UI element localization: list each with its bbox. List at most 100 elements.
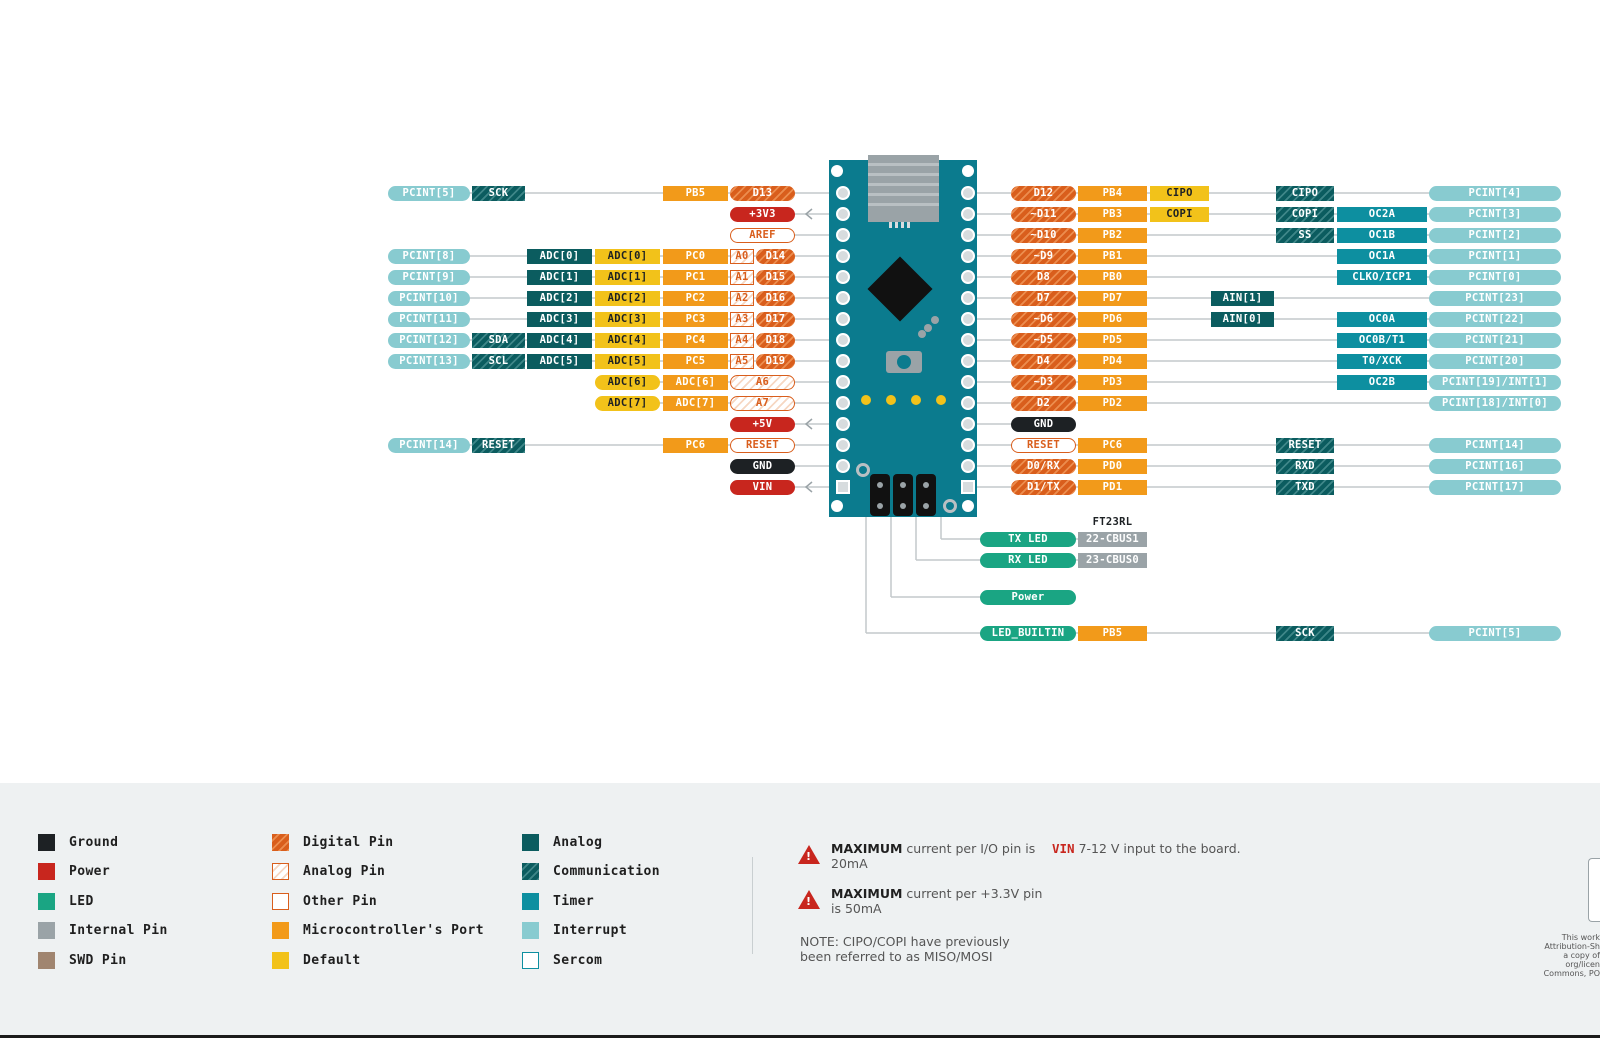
pin-label-dig: D17	[756, 311, 795, 327]
pin-label-ana: A6	[730, 374, 795, 390]
pin-label-internal: 22-CBUS1	[1078, 531, 1147, 547]
pin-label-port: PD0	[1078, 458, 1147, 474]
pin-label-port: PC2	[663, 290, 728, 306]
legend-item-internal: Internal Pin	[38, 921, 168, 941]
header-pin-hole	[961, 417, 975, 431]
legend-swatch	[522, 951, 539, 969]
pin-label-port: PB0	[1078, 269, 1147, 285]
legend-divider	[752, 857, 753, 954]
pin-label-port: PB2	[1078, 227, 1147, 243]
pin-label-port: PB4	[1078, 185, 1147, 201]
pin-label-timer: T0/XCK	[1337, 353, 1427, 369]
arrow-icon	[804, 418, 813, 430]
pin-label-analog: ADC[2]	[527, 290, 592, 306]
max-current-3v3-note: MAXIMUM current per +3.3V pin is 50mA	[831, 886, 1043, 916]
header-pin-hole	[836, 459, 850, 473]
pin-label-def: ADC[5]	[595, 353, 660, 369]
pin-label-led: RX LED	[980, 552, 1076, 568]
header-pin-hole	[836, 375, 850, 389]
pin-label-int: PCINT[13]	[388, 353, 470, 369]
legend-item-int: Interrupt	[522, 921, 627, 941]
header-pin-hole	[961, 249, 975, 263]
legend-label: Sercom	[553, 952, 603, 968]
max-current-io-note: MAXIMUM current per I/O pin is 20mA	[831, 841, 1036, 871]
legend-label: Internal Pin	[69, 923, 168, 938]
pin-label-comm: SCK	[472, 185, 525, 201]
legend-swatch	[522, 892, 539, 910]
pin-label-int: PCINT[1]	[1429, 248, 1561, 264]
legend-item-led: LED	[38, 891, 94, 911]
pin-label-port: ADC[6]	[663, 374, 728, 390]
header-pin-hole	[961, 312, 975, 326]
pin-label-timer: OC1B	[1337, 227, 1427, 243]
pin-label-gnd: GND	[730, 458, 795, 474]
arduino-nano-board	[829, 155, 977, 517]
pin-label-int: PCINT[16]	[1429, 458, 1561, 474]
pin-label-timer: OC0A	[1337, 311, 1427, 327]
header-pin-hole	[836, 249, 850, 263]
header-pin-hole	[836, 228, 850, 242]
pin-label-int: PCINT[0]	[1429, 269, 1561, 285]
header-pin-hole	[836, 438, 850, 452]
legend-label: Default	[303, 952, 361, 968]
cipo-copi-note: NOTE: CIPO/COPI have previously been ref…	[800, 934, 1010, 964]
pin-label-analog: ADC[1]	[527, 269, 592, 285]
pin-label-dig: D4	[1011, 353, 1076, 369]
legend-item-swd: SWD Pin	[38, 950, 127, 970]
pin-label-dig: D13	[730, 185, 795, 201]
legend-swatch	[38, 922, 55, 939]
pin-label-port: PB1	[1078, 248, 1147, 264]
pin-label-dig: D14	[756, 248, 795, 264]
pin-label-comm: SCL	[472, 353, 525, 369]
pin-label-port: PD3	[1078, 374, 1147, 390]
warning-icon: !	[798, 845, 820, 864]
legend-label: Ground	[69, 834, 119, 850]
pin-label-int: PCINT[8]	[388, 248, 470, 264]
header-pin-hole	[961, 438, 975, 452]
header-pin-hole	[961, 480, 975, 494]
pin-label-dig: ~D10	[1011, 227, 1076, 243]
legend-swatch	[272, 863, 289, 880]
pin-label-timer: OC2A	[1337, 206, 1427, 222]
legend-item-port: Microcontroller's Port	[272, 921, 484, 941]
pin-label-analog: AIN[0]	[1211, 311, 1274, 327]
pin-label-def: ADC[2]	[595, 290, 660, 306]
legend-item-sercom: Sercom	[522, 950, 602, 970]
pin-label-pwr: VIN	[730, 479, 795, 495]
pin-label-ana: A2	[730, 290, 754, 306]
header-pin-hole	[961, 228, 975, 242]
pin-label-int: PCINT[5]	[1429, 625, 1561, 641]
pin-label-dig: D1/TX	[1011, 479, 1076, 495]
header-pin-hole	[961, 270, 975, 284]
legend-label: Analog Pin	[303, 864, 386, 879]
pin-label-dig: ~D6	[1011, 311, 1076, 327]
legend-label: Microcontroller's Port	[303, 923, 484, 938]
header-pin-hole	[836, 207, 850, 221]
header-pin-hole	[961, 186, 975, 200]
pin-label-dig: D8	[1011, 269, 1076, 285]
pin-label-pwr: +5V	[730, 416, 795, 432]
pin-label-led: Power	[980, 589, 1076, 605]
legend-swatch	[38, 951, 55, 969]
header-pin-hole	[836, 354, 850, 368]
pin-label-def: ADC[1]	[595, 269, 660, 285]
pin-label-port: PB5	[1078, 625, 1147, 641]
pin-label-int: PCINT[19]/INT[1]	[1429, 374, 1561, 390]
header-pin-hole	[961, 375, 975, 389]
pin-label-int: PCINT[10]	[388, 290, 470, 306]
pin-label-port: PC6	[1078, 437, 1147, 453]
legend-swatch	[272, 951, 289, 969]
pin-label-analog: ADC[3]	[527, 311, 592, 327]
pin-label-dig: D18	[756, 332, 795, 348]
header-pin-hole	[836, 417, 850, 431]
pin-label-dig: D12	[1011, 185, 1076, 201]
header-pin-hole	[836, 270, 850, 284]
header-pin-hole	[836, 312, 850, 326]
header-pin-hole	[836, 186, 850, 200]
pin-label-comm: RESET	[1276, 437, 1334, 453]
pin-label-dig: ~D11	[1011, 206, 1076, 222]
pin-label-comm: RESET	[472, 437, 525, 453]
pin-label-port: PD5	[1078, 332, 1147, 348]
pin-label-comm: CIPO	[1276, 185, 1334, 201]
pin-label-port: PD2	[1078, 395, 1147, 411]
